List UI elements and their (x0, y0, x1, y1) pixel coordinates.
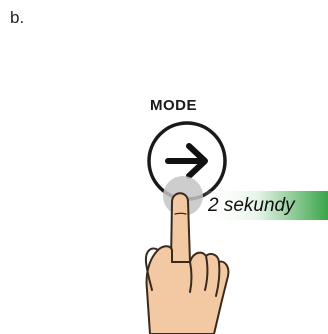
arrow-right-icon (165, 143, 208, 179)
duration-tag: 2 sekundy (200, 191, 328, 220)
duration-tag-background (200, 191, 328, 220)
duration-text: 2 sekundy (208, 195, 295, 216)
pointing-hand-icon (144, 192, 230, 334)
step-label: b. (10, 8, 25, 27)
mode-button-label: MODE (150, 97, 197, 114)
